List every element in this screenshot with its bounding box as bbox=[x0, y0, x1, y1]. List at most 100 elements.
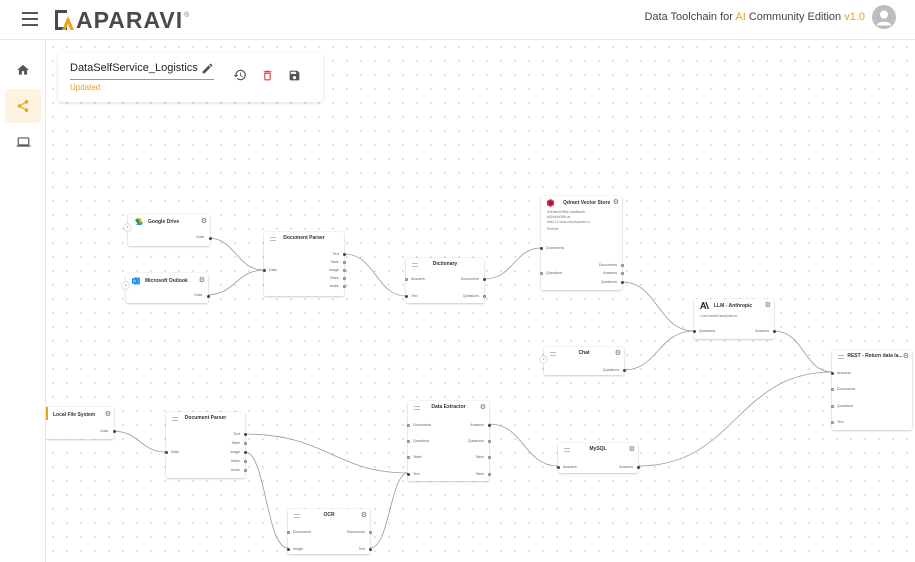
port-label: Data bbox=[100, 428, 108, 433]
output-port[interactable] bbox=[342, 268, 346, 272]
gear-icon[interactable]: ⚙ bbox=[104, 411, 111, 418]
app-title-ai: AI bbox=[735, 11, 746, 23]
input-port[interactable] bbox=[692, 330, 696, 333]
play-trigger-icon[interactable] bbox=[122, 282, 129, 289]
port-label: Text bbox=[413, 471, 420, 476]
gear-icon[interactable]: ⚙ bbox=[612, 199, 619, 206]
output-port[interactable] bbox=[112, 429, 116, 433]
output-port[interactable] bbox=[620, 272, 624, 275]
drag-handle[interactable] bbox=[838, 355, 844, 359]
node-ocr[interactable]: OCR ⚙ Documents Image Documents Text bbox=[286, 509, 372, 554]
laptop-icon bbox=[16, 137, 30, 147]
pipeline-canvas[interactable]: DataSelfService_Logistics Updated Google… bbox=[46, 40, 915, 562]
gear-icon[interactable]: ⚙ bbox=[614, 350, 621, 357]
pipeline-name[interactable]: DataSelfService_Logistics bbox=[70, 62, 198, 74]
node-google-drive[interactable]: Google Drive ⚙ Data bbox=[128, 214, 212, 246]
output-port[interactable] bbox=[206, 294, 210, 298]
history-button[interactable] bbox=[232, 67, 248, 83]
node-chat[interactable]: Chat ⚙ Questions bbox=[544, 347, 626, 375]
port-label: Documents bbox=[346, 529, 365, 534]
drag-handle[interactable] bbox=[412, 263, 418, 267]
output-port[interactable] bbox=[620, 263, 624, 267]
output-port[interactable] bbox=[772, 330, 776, 333]
output-port[interactable] bbox=[243, 441, 247, 445]
save-button[interactable] bbox=[286, 67, 302, 83]
sidebar-item-devices[interactable] bbox=[5, 125, 41, 159]
input-port[interactable] bbox=[404, 294, 408, 298]
drag-handle[interactable] bbox=[564, 448, 570, 452]
output-port[interactable] bbox=[487, 472, 491, 476]
input-port[interactable] bbox=[406, 456, 410, 459]
output-port[interactable] bbox=[208, 236, 212, 240]
node-document-parser[interactable]: Document Parser Data Text Table Image Vi… bbox=[164, 412, 247, 478]
output-port[interactable] bbox=[243, 450, 247, 454]
node-rest-return[interactable]: REST - Return data la... ⚙ Answers Docum… bbox=[830, 350, 912, 430]
user-avatar[interactable] bbox=[872, 5, 896, 29]
input-port[interactable] bbox=[286, 530, 290, 534]
input-port[interactable] bbox=[406, 439, 410, 443]
node-qdrant-vector-store[interactable]: Qdrant Vector Store ⚙ 501bbe0f-f89e-4ab8… bbox=[539, 196, 624, 290]
sidebar-item-pipelines[interactable] bbox=[5, 89, 41, 123]
port-label: Answers bbox=[603, 271, 617, 275]
node-document-parser[interactable]: Document Parser Data Text Table Image Vi… bbox=[262, 232, 346, 296]
node-dictionary[interactable]: Dictionary Answers Text Documents Questi… bbox=[404, 258, 486, 303]
output-port[interactable] bbox=[243, 459, 247, 463]
gear-icon[interactable]: ⚙ bbox=[764, 302, 771, 309]
input-port[interactable] bbox=[286, 547, 290, 551]
sidebar-item-home[interactable] bbox=[5, 53, 41, 87]
drag-handle[interactable] bbox=[270, 237, 276, 241]
gear-icon[interactable]: ⚙ bbox=[200, 218, 207, 225]
menu-icon[interactable] bbox=[22, 12, 38, 26]
input-port[interactable] bbox=[404, 278, 408, 281]
node-mysql[interactable]: MySQL ⚙ Answers Answers bbox=[556, 443, 640, 473]
gear-icon[interactable]: ⚙ bbox=[198, 277, 205, 284]
input-port[interactable] bbox=[830, 371, 834, 375]
node-microsoft-outlook[interactable]: Microsoft Outlook ⚙ Data bbox=[126, 273, 210, 303]
port-label: Questions bbox=[602, 367, 619, 372]
output-port[interactable] bbox=[482, 294, 486, 298]
gear-icon[interactable]: ⚙ bbox=[902, 353, 909, 360]
drag-handle[interactable] bbox=[294, 514, 300, 518]
node-local-file-system[interactable]: Local File System ⚙ Data bbox=[46, 407, 116, 439]
input-port[interactable] bbox=[830, 421, 834, 424]
output-port[interactable] bbox=[620, 280, 624, 284]
output-port[interactable] bbox=[342, 260, 346, 264]
wire-outlook-parser bbox=[205, 269, 265, 296]
gear-icon[interactable]: ⚙ bbox=[360, 512, 367, 519]
output-port[interactable] bbox=[482, 278, 486, 281]
gear-icon[interactable]: ⚙ bbox=[479, 404, 486, 411]
input-port[interactable] bbox=[406, 472, 410, 476]
input-port[interactable] bbox=[830, 388, 834, 391]
node-data-extractor[interactable]: Data Extractor ⚙ Documents Questions Tab… bbox=[406, 401, 491, 481]
drag-handle[interactable] bbox=[172, 417, 178, 421]
output-port[interactable] bbox=[368, 547, 372, 551]
output-port[interactable] bbox=[487, 456, 491, 459]
input-port[interactable] bbox=[556, 465, 560, 469]
output-port[interactable] bbox=[622, 368, 626, 372]
port-label: Documents bbox=[460, 277, 479, 281]
output-port[interactable] bbox=[368, 530, 372, 534]
input-port[interactable] bbox=[406, 423, 410, 427]
input-port[interactable] bbox=[262, 268, 266, 272]
play-trigger-icon[interactable] bbox=[124, 224, 131, 231]
drag-handle[interactable] bbox=[414, 406, 420, 410]
edit-icon[interactable] bbox=[201, 62, 214, 75]
output-port[interactable] bbox=[487, 423, 491, 427]
play-trigger-icon[interactable] bbox=[540, 356, 547, 363]
output-port[interactable] bbox=[243, 468, 247, 472]
output-port[interactable] bbox=[243, 432, 247, 436]
wire-parser-ocr-image bbox=[244, 451, 289, 549]
input-port[interactable] bbox=[164, 450, 168, 454]
input-port[interactable] bbox=[539, 246, 543, 250]
output-port[interactable] bbox=[487, 439, 491, 443]
input-port[interactable] bbox=[539, 271, 543, 275]
output-port[interactable] bbox=[342, 252, 346, 256]
delete-button[interactable] bbox=[259, 67, 275, 83]
input-port[interactable] bbox=[830, 405, 834, 408]
output-port[interactable] bbox=[636, 465, 640, 469]
drag-handle[interactable] bbox=[550, 352, 556, 356]
output-port[interactable] bbox=[342, 284, 346, 288]
node-llm-anthropic[interactable]: LLM - Anthropic ⚙ Load default template.… bbox=[692, 299, 776, 339]
gear-icon[interactable]: ⚙ bbox=[628, 446, 635, 453]
output-port[interactable] bbox=[342, 276, 346, 280]
